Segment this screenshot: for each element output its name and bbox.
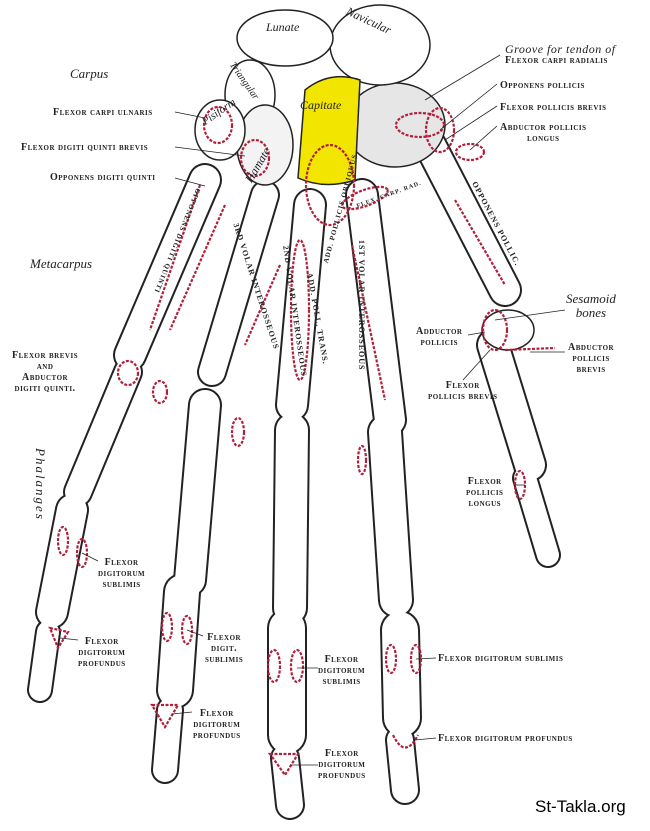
label-line: Flexor	[84, 636, 119, 647]
label-line: longus	[468, 498, 502, 509]
label-line: pollicis	[466, 487, 504, 498]
label-line: Abductor	[21, 372, 69, 383]
label-line: pollicis brevis	[428, 391, 498, 402]
label-line: profundus	[318, 770, 366, 781]
label-line: digiti quinti.	[14, 383, 76, 394]
label-line: Flexor brevis	[12, 350, 79, 361]
label-line: profundus	[193, 730, 241, 741]
label-flexor-digitorum-profundus-4: Flexor digitorum profundus	[193, 708, 241, 741]
label-line: bones	[575, 305, 607, 320]
label-line: pollicis	[572, 353, 610, 364]
label-line: Flexor	[324, 748, 359, 759]
label-line: digitorum	[318, 759, 366, 770]
label-line: longus	[527, 133, 560, 144]
label-line: Adductor	[416, 326, 463, 337]
label-line: Flexor	[324, 654, 359, 665]
label-line: sublimis	[322, 676, 361, 687]
label-line: Flexor	[467, 476, 502, 487]
label-line: Flexor carpi radialis	[505, 55, 608, 66]
label-opponens-digiti-quinti: Opponens digiti quinti	[50, 172, 156, 183]
label-flexor-digitorum-sublimis-2: Flexor digitorum sublimis	[438, 653, 564, 664]
region-metacarpus: Metacarpus	[30, 256, 93, 271]
label-flexor-digitorum-profundus-2: Flexor digitorum profundus	[438, 733, 573, 744]
label-flexor-digitorum-sublimis-3: Flexor digitorum sublimis	[318, 654, 365, 687]
label-flexor-digitorum-profundus-3: Flexor digitorum profundus	[318, 748, 366, 781]
label-line: Flexor	[207, 632, 242, 643]
label-line: Flexor	[104, 557, 139, 568]
label-line: Abductor pollicis	[500, 122, 587, 133]
label-flexor-brevis-abductor-digiti-quinti: Flexor brevis and Abductor digiti quinti…	[12, 350, 78, 394]
label-line: profundus	[78, 658, 126, 669]
label-flexor-pollicis-longus: Flexor pollicis longus	[466, 476, 503, 509]
label-adductor-pollicis: Adductor pollicis	[416, 326, 463, 348]
label-flexor-pollicis-brevis-top: Flexor pollicis brevis	[500, 102, 607, 113]
label-flexor-digitorum-sublimis-5: Flexor digitorum sublimis	[98, 557, 145, 590]
label-flexor-digitorum-profundus-5: Flexor digitorum profundus	[78, 636, 126, 669]
bone-label-capitate: Capitate	[300, 98, 342, 112]
label-1st-volar-interosseous: 1ST VOLAR INTEROSSEOUS	[357, 240, 366, 371]
label-groove-flexor-carpi-radialis: Groove for tendon of Flexor carpi radial…	[505, 42, 616, 66]
label-line: digitorum	[193, 719, 241, 730]
label-line: digitorum	[98, 568, 146, 579]
label-line: digitorum	[78, 647, 126, 658]
carpal-bones	[194, 4, 535, 351]
label-abductor-pollicis-longus: Abductor pollicis longus	[500, 122, 587, 144]
label-line: sublimis	[205, 654, 244, 665]
bone-label-lunate: Lunate	[266, 20, 300, 34]
label-line: digitorum	[318, 665, 366, 676]
label-opponens-pollicis: Opponens pollicis	[500, 80, 585, 91]
label-flexor-carpi-ulnaris: Flexor carpi ulnaris	[53, 107, 153, 118]
region-carpus: Carpus	[70, 66, 109, 81]
watermark: St-Takla.org	[535, 797, 626, 816]
label-line: pollicis	[420, 337, 458, 348]
label-flexor-pollicis-brevis: Flexor pollicis brevis	[428, 380, 498, 402]
region-phalanges: Phalanges	[33, 448, 48, 521]
label-line: and	[36, 361, 54, 372]
label-line: Groove for tendon of	[505, 42, 616, 56]
label-abductor-pollicis-brevis: Abductor pollicis brevis	[568, 342, 614, 375]
label-flexor-digit-sublimis-4: Flexor digit. sublimis	[205, 632, 243, 665]
bones	[27, 128, 561, 820]
label-line: Flexor	[445, 380, 480, 391]
label-flexor-digiti-quinti-brevis: Flexor digiti quinti brevis	[21, 142, 149, 153]
label-line: Abductor	[568, 342, 615, 353]
label-line: sublimis	[102, 579, 141, 590]
label-line: brevis	[576, 364, 606, 375]
label-sesamoid-bones: Sesamoid bones	[566, 292, 616, 320]
label-line: Flexor	[199, 708, 234, 719]
leader-lines	[59, 54, 566, 766]
label-line: digit.	[211, 643, 238, 654]
label-line: Sesamoid	[566, 291, 616, 306]
